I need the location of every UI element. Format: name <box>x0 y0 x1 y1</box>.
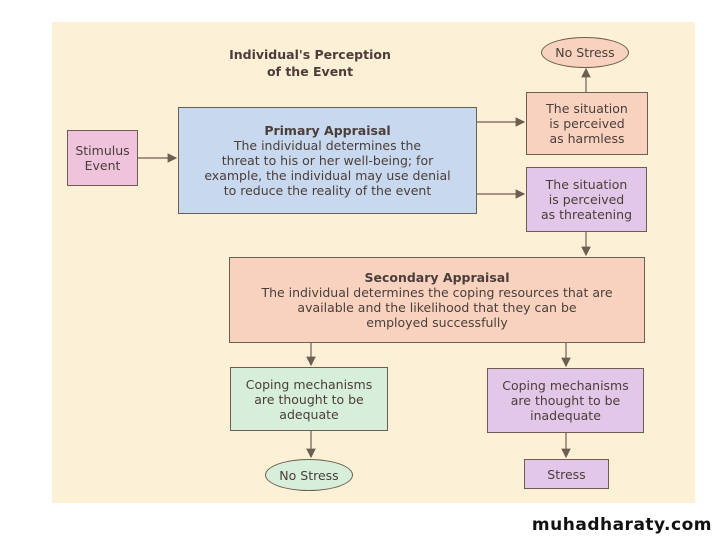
box-text: are thought to be <box>254 391 364 407</box>
box-text: Stimulus <box>75 143 130 158</box>
box-text: available and the likelihood that they c… <box>297 300 577 315</box>
secondary-appraisal-box: Secondary Appraisal The individual deter… <box>229 257 645 343</box>
box-text: No Stress <box>555 45 615 60</box>
box-text: Coping mechanisms <box>502 378 629 393</box>
stress-box: Stress <box>524 459 609 489</box>
harmless-box: The situation is perceived as harmless <box>526 92 648 155</box>
stimulus-event-box: Stimulus Event <box>67 130 138 186</box>
box-text: example, the individual may use denial <box>204 168 451 183</box>
box-text: The situation <box>545 177 628 192</box>
box-text: Event <box>84 158 121 173</box>
primary-heading: Primary Appraisal <box>264 123 391 138</box>
box-text: The situation <box>546 101 628 116</box>
diagram-title: Individual's Perception of the Event <box>220 46 400 80</box>
box-text: inadequate <box>530 408 601 423</box>
threatening-box: The situation is perceived as threatenin… <box>526 167 647 232</box>
box-text: is perceived <box>549 116 625 131</box>
title-line: of the Event <box>266 64 354 79</box>
box-text: threat to his or her well-being; for <box>221 153 434 168</box>
title-line: Individual's Perception <box>229 47 391 62</box>
box-text: is perceived <box>548 192 625 207</box>
box-text: Coping mechanisms <box>245 376 373 392</box>
no-stress-top-oval: No Stress <box>541 37 629 68</box>
watermark: muhadharaty.com <box>531 515 712 535</box>
box-text: Stress <box>547 466 586 482</box>
inadequate-box: Coping mechanisms are thought to be inad… <box>487 368 644 433</box>
no-stress-bottom-oval: No Stress <box>265 459 353 491</box>
primary-appraisal-box: Primary Appraisal The individual determi… <box>178 107 477 214</box>
box-text: The individual determines the coping res… <box>261 285 613 300</box>
box-text: employed successfully <box>366 315 508 330</box>
box-text: as threatening <box>540 207 633 222</box>
box-text: adequate <box>279 406 339 422</box>
adequate-box: Coping mechanisms are thought to be adeq… <box>230 367 388 431</box>
box-text: to reduce the reality of the event <box>223 183 432 198</box>
box-text: The individual determines the <box>233 138 422 153</box>
box-text: as harmless <box>549 131 625 146</box>
secondary-heading: Secondary Appraisal <box>364 270 510 285</box>
box-text: No Stress <box>279 467 339 483</box>
box-text: are thought to be <box>510 393 621 408</box>
